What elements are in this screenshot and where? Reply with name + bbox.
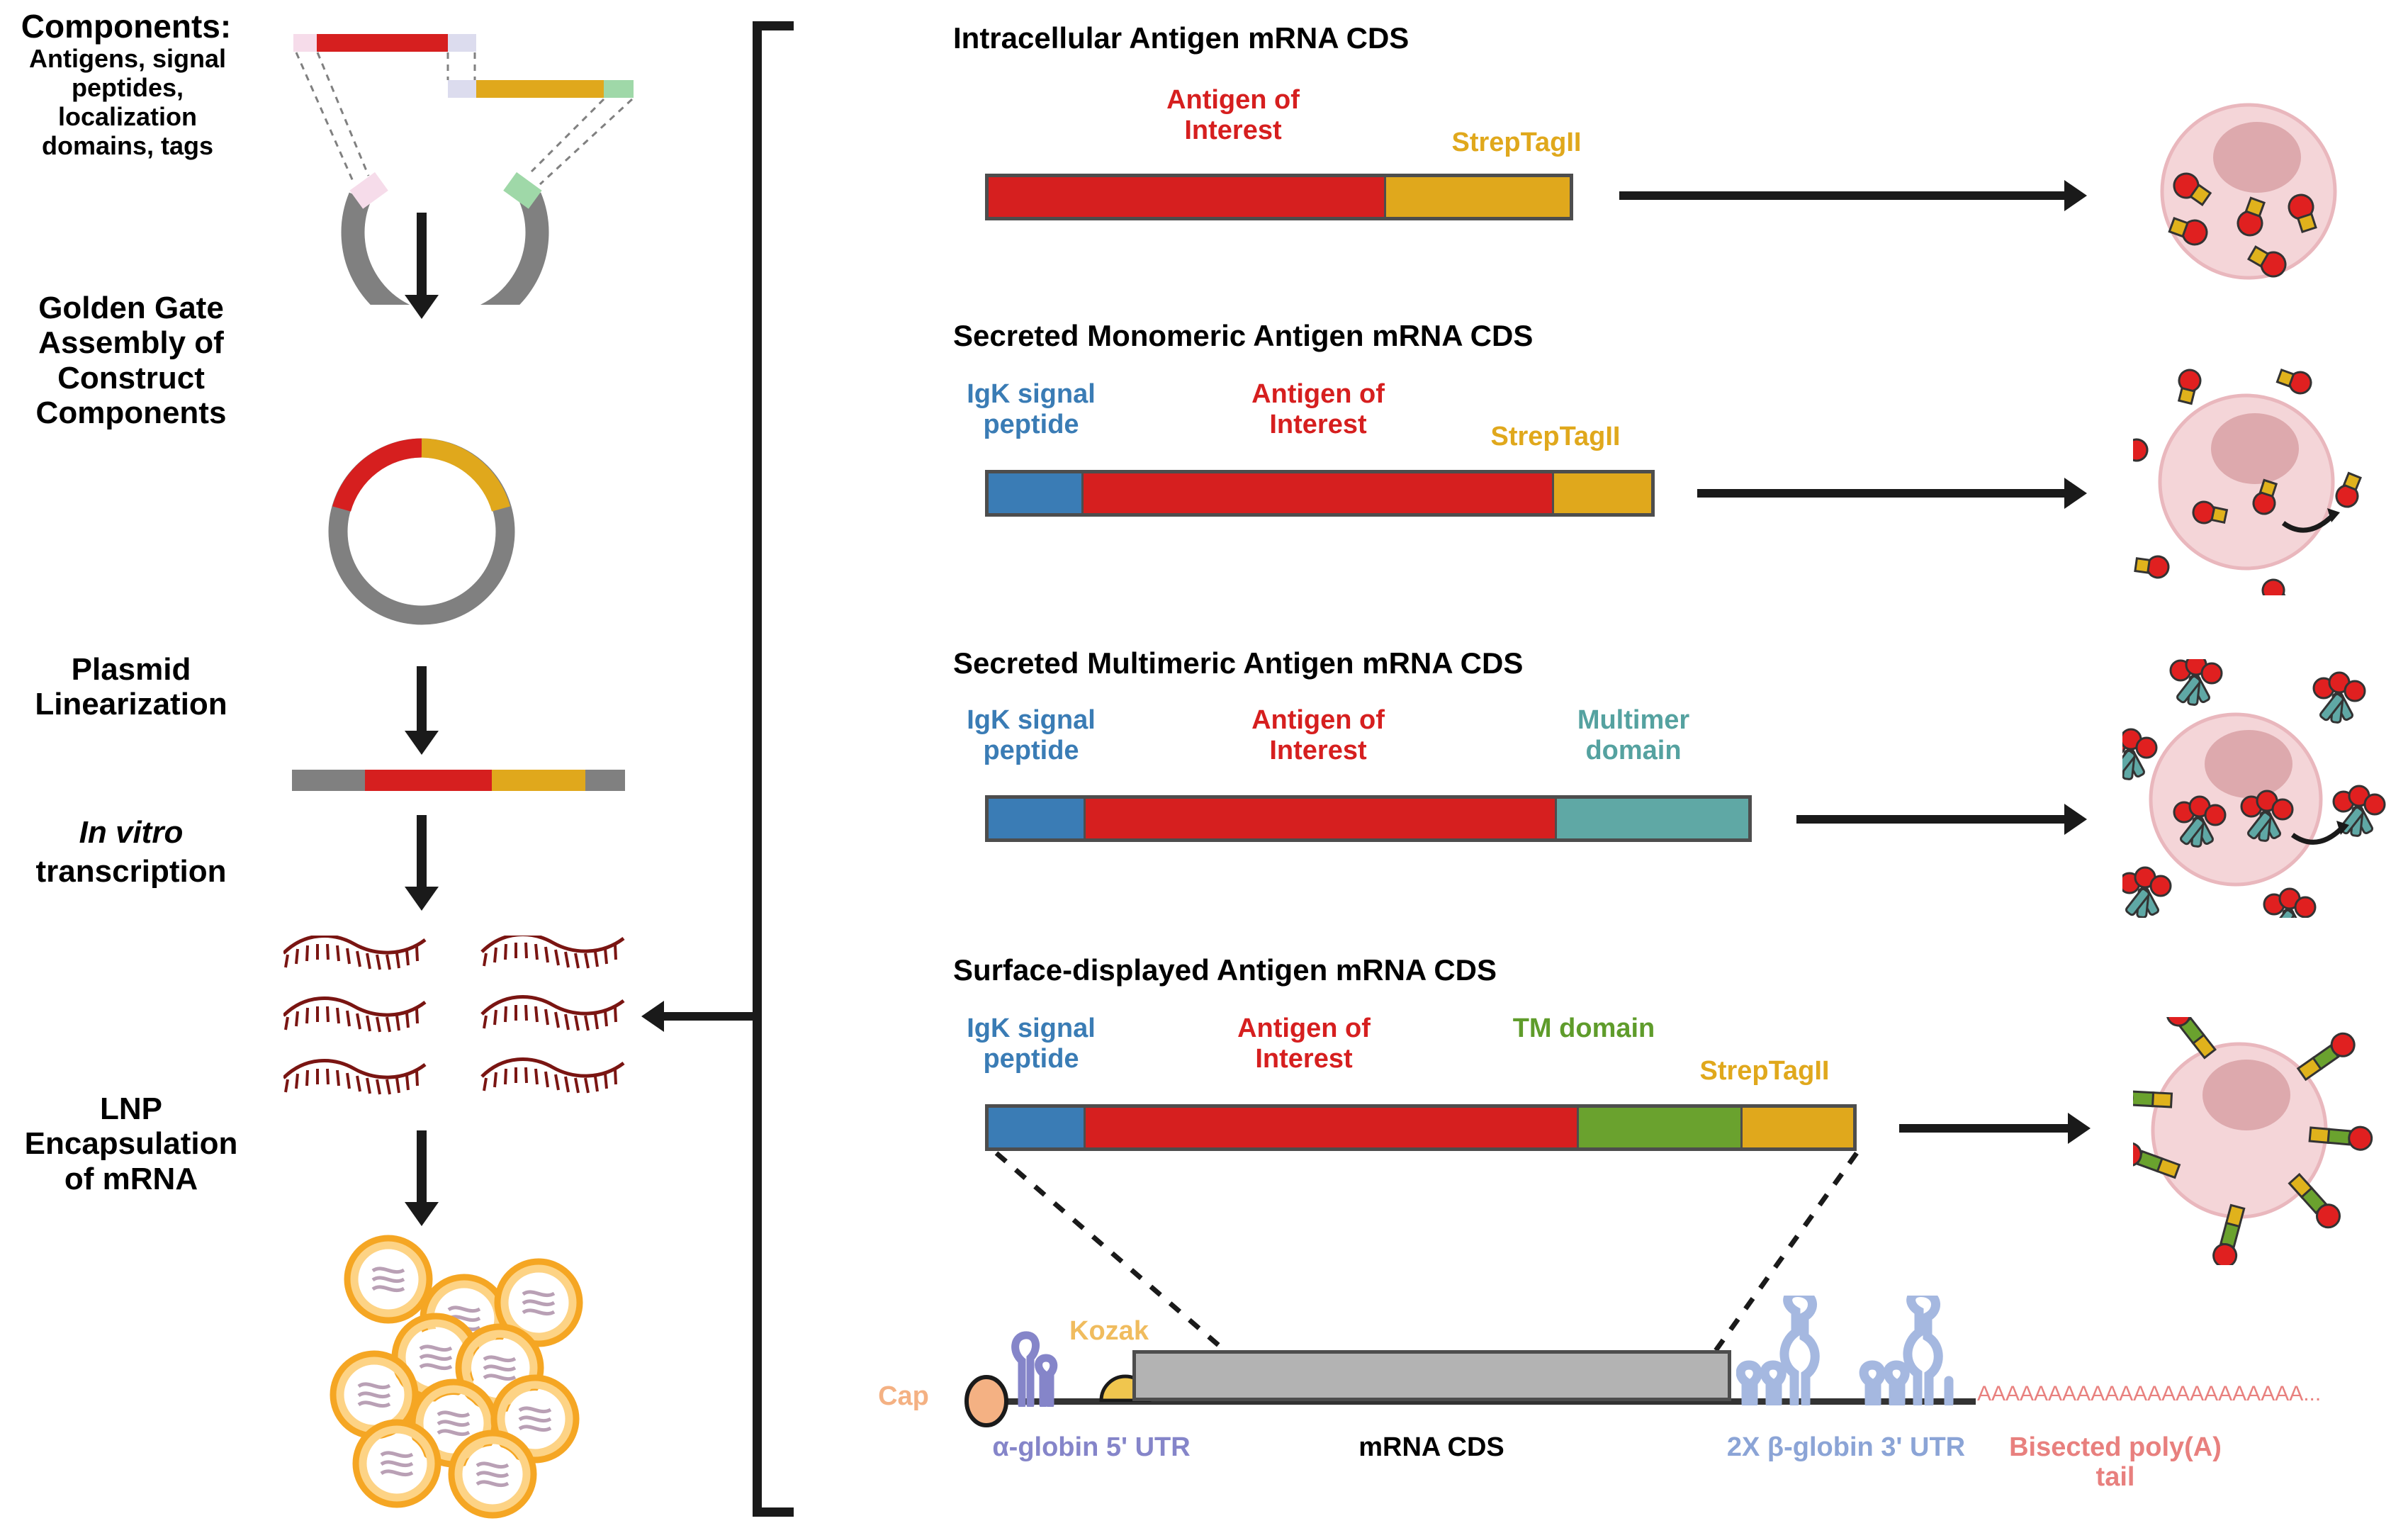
linearized-plasmid-graphic — [292, 770, 625, 791]
construct-bar-secreted-multimeric — [985, 795, 1752, 842]
segment-label-igk-3: IgK signal peptide — [967, 705, 1096, 765]
kozak-label: Kozak — [1069, 1316, 1149, 1346]
assembled-plasmid-graphic — [328, 438, 515, 625]
construct-bar-intracellular — [985, 174, 1573, 220]
segment-antigen — [1081, 473, 1552, 513]
segment-label-antigen-4: Antigen of Interest — [1237, 1013, 1371, 1074]
construct-title-surface-displayed: Surface-displayed Antigen mRNA CDS — [953, 953, 1497, 987]
segment-igk — [989, 473, 1081, 513]
segment-label-multimer-3: Multimer domain — [1577, 705, 1690, 765]
construct-bar-secreted-monomeric — [985, 470, 1655, 517]
construct-title-secreted-monomeric: Secreted Monomeric Antigen mRNA CDS — [953, 319, 1534, 352]
segment-label-streptag-1: StrepTagII — [1451, 128, 1582, 157]
segment-tm — [1576, 1108, 1741, 1147]
arrow-to-linearized — [405, 666, 439, 755]
segment-label-tm-4: TM domain — [1512, 1013, 1655, 1043]
construct-bar-surface-displayed — [985, 1104, 1857, 1151]
construct-title-intracellular: Intracellular Antigen mRNA CDS — [953, 21, 1410, 55]
step-label-ivt-italic: In vitro — [79, 815, 184, 850]
segment-streptag — [1551, 473, 1651, 513]
three-prime-utr-graphic — [1736, 1296, 1954, 1405]
step-label-golden-gate: Golden Gate Assembly of Construct Compon… — [35, 291, 227, 430]
arrow-to-plasmid — [405, 213, 439, 319]
segment-multimer — [1554, 799, 1748, 838]
step-label-plasmid-linearization: Plasmid Linearization — [35, 652, 227, 722]
arrow-row-4 — [1899, 1113, 2091, 1144]
polya-sequence: AAAAAAAAAAAAAAAAAAAAAAA... — [1977, 1382, 2322, 1405]
mrna-cds-box — [1132, 1350, 1731, 1401]
step-label-lnp-encapsulation: LNP Encapsulation of mRNA — [24, 1091, 238, 1196]
segment-streptag — [1740, 1108, 1853, 1147]
segment-label-antigen-1: Antigen of Interest — [1166, 85, 1300, 145]
segment-streptag — [1383, 177, 1570, 217]
components-assembly-graphic — [293, 34, 634, 305]
mrna-transcripts-graphic — [283, 936, 652, 1113]
segment-label-antigen-3: Antigen of Interest — [1251, 705, 1385, 765]
arrow-to-mrna — [405, 815, 439, 911]
cell-secreted-monomeric-graphic — [2133, 368, 2362, 595]
five-prime-utr-label: α-globin 5' UTR — [992, 1432, 1191, 1462]
components-heading: Components: — [21, 8, 232, 45]
segment-label-antigen-2: Antigen of Interest — [1251, 379, 1385, 439]
cap-label: Cap — [878, 1381, 929, 1411]
mrna-cds-label: mRNA CDS — [1358, 1432, 1504, 1462]
three-prime-utr-label: 2X β-globin 3' UTR — [1726, 1432, 1966, 1462]
construct-title-secreted-multimeric: Secreted Multimeric Antigen mRNA CDS — [953, 646, 1524, 680]
segment-antigen — [989, 177, 1384, 217]
mrna-backbone — [991, 1398, 1976, 1405]
segment-label-streptag-2: StrepTagII — [1490, 422, 1621, 451]
arrow-bracket-to-mrna — [641, 1001, 755, 1032]
arrow-row-3 — [1796, 804, 2087, 835]
five-prime-utr-graphic — [1011, 1331, 1058, 1407]
segment-igk — [989, 1108, 1084, 1147]
segment-label-streptag-4: StrepTagII — [1699, 1056, 1830, 1086]
segment-label-igk-2: IgK signal peptide — [967, 379, 1096, 439]
arrow-row-1 — [1619, 180, 2087, 211]
cell-secreted-multimeric-graphic — [2122, 659, 2386, 918]
segment-antigen — [1084, 1108, 1577, 1147]
grouping-bracket — [753, 21, 794, 1517]
components-subtitle: Antigens, signal peptides, localization … — [28, 44, 227, 161]
arrow-row-2 — [1697, 478, 2087, 509]
segment-igk — [989, 799, 1084, 838]
cell-intracellular-graphic — [2160, 103, 2337, 280]
segment-antigen — [1084, 799, 1555, 838]
cap-graphic — [964, 1375, 1008, 1427]
step-label-ivt: transcription — [35, 854, 227, 889]
segment-label-igk-4: IgK signal peptide — [967, 1013, 1096, 1074]
cell-surface-displayed-graphic — [2133, 1017, 2374, 1265]
arrow-to-lnp — [405, 1130, 439, 1226]
polya-label: Bisected poly(A) tail — [2009, 1432, 2222, 1492]
lnp-particles-graphic — [283, 1233, 617, 1524]
